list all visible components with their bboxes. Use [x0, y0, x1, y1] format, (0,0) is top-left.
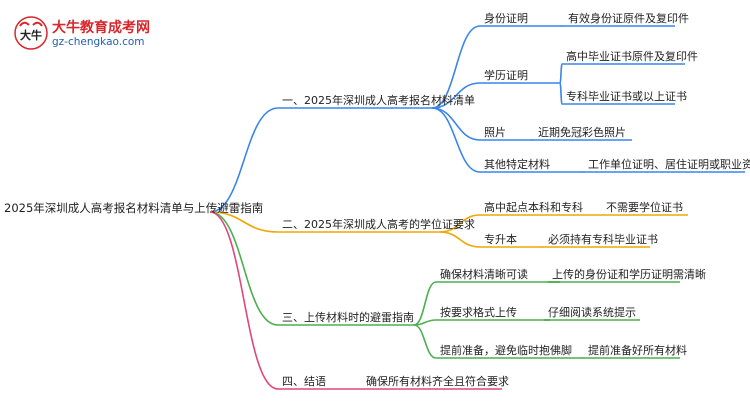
branch-edge [209, 211, 279, 233]
branch-topic: 三、上传材料时的避雷指南 [282, 310, 414, 324]
leaf-topic: 工作单位证明、居住证明或职业资格证书 [588, 157, 750, 171]
child-topic: 高中起点本科和专科 [484, 200, 583, 214]
leaf-topic: 提前准备好所有材料 [588, 343, 687, 357]
mind-map-edges [209, 25, 745, 390]
child-edge [431, 107, 481, 141]
branch-edge [209, 211, 279, 390]
child-edge [439, 231, 481, 248]
root-topic: 2025年深圳成人高考报名材料清单与上传避雷指南 [4, 201, 263, 215]
leaf-topic: 有效身份证原件及复印件 [568, 11, 689, 25]
leaf-edge [559, 63, 563, 84]
leaf-topic: 专科毕业证书或以上证书 [566, 89, 687, 103]
bull-logo-icon: 大牛 [14, 16, 48, 50]
leaf-edge [559, 82, 563, 105]
logo-title: 大牛教育成考网 [52, 20, 150, 36]
branch-edge [209, 211, 279, 326]
branch-edge [209, 107, 279, 213]
mind-map-nodes: 一、2025年深圳成人高考报名材料清单身份证明有效身份证原件及复印件学历证明高中… [282, 11, 750, 388]
leaf-topic: 高中毕业证书原件及复印件 [566, 49, 698, 63]
child-edge [431, 107, 481, 173]
child-topic: 照片 [484, 126, 506, 139]
child-topic: 身份证明 [484, 11, 528, 25]
leaf-topic: 不需要学位证书 [606, 200, 683, 214]
child-topic: 确保所有材料齐全且符合要求 [366, 374, 509, 388]
leaf-topic: 必须持有专科毕业证书 [548, 232, 658, 246]
child-topic: 学历证明 [484, 68, 528, 82]
logo-url: gz-chengkao.com [52, 36, 145, 48]
child-edge [413, 324, 437, 359]
child-edge [431, 25, 481, 109]
child-edge [431, 82, 481, 109]
branch-topic: 四、结语 [282, 375, 326, 388]
child-topic: 提前准备，避免临时抱佛脚 [440, 343, 572, 357]
branch-topic: 一、2025年深圳成人高考报名材料清单 [282, 93, 475, 107]
leaf-topic: 上传的身份证和学历证明需清晰 [552, 267, 706, 281]
leaf-topic: 近期免冠彩色照片 [538, 125, 626, 139]
child-topic: 确保材料清晰可读 [440, 267, 528, 281]
branch-topic: 二、2025年深圳成人高考的学位证要求 [282, 217, 475, 231]
child-topic: 专升本 [484, 232, 517, 246]
child-topic: 按要求格式上传 [440, 305, 517, 319]
site-logo: 大牛 大牛教育成考网 gz-chengkao.com [14, 16, 174, 52]
logo-mark-text: 大牛 [20, 28, 42, 42]
child-topic: 其他特定材料 [484, 157, 550, 171]
leaf-topic: 仔细阅读系统提示 [548, 305, 636, 319]
child-edge [413, 281, 437, 326]
